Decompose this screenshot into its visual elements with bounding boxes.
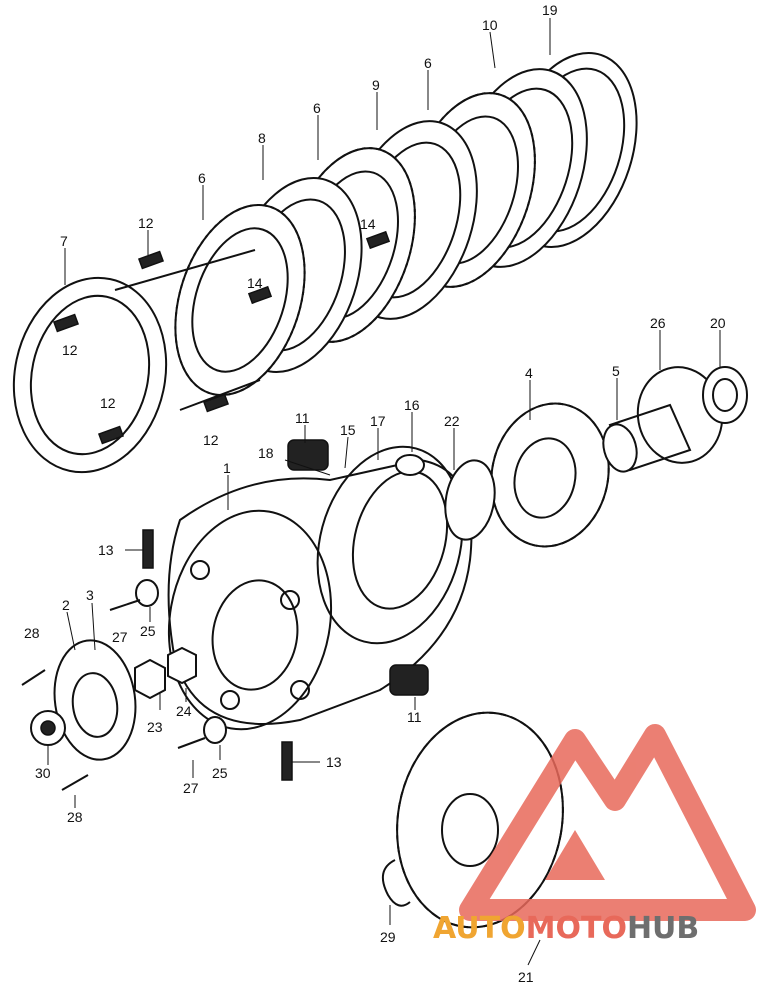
leader-lines — [47, 18, 721, 966]
callout-27-b: 27 — [183, 780, 199, 796]
callout-8: 8 — [258, 130, 266, 146]
callout-4: 4 — [525, 365, 533, 381]
callout-7: 7 — [60, 233, 68, 249]
callout-19: 19 — [542, 2, 558, 18]
callout-30: 30 — [35, 765, 51, 781]
callout-20: 20 — [710, 315, 726, 331]
callout-12-b: 12 — [62, 342, 78, 358]
callout-2: 2 — [62, 597, 70, 613]
washer-25 — [135, 579, 227, 744]
callout-12-a: 12 — [138, 215, 154, 231]
watermark-logo — [459, 724, 756, 921]
bearing-plate-2-3 — [53, 639, 137, 761]
clutch-housing-1 — [167, 458, 473, 731]
callout-28-b: 28 — [67, 809, 83, 825]
spring-14 — [247, 230, 391, 305]
callout-25-b: 25 — [212, 765, 228, 781]
nut-23 — [134, 658, 166, 700]
pin-13 — [142, 529, 293, 781]
callout-12-d: 12 — [203, 432, 219, 448]
callout-5: 5 — [612, 363, 620, 379]
callout-16: 16 — [404, 397, 420, 413]
friction-disc-6a — [174, 203, 306, 397]
callout-1: 1 — [223, 460, 231, 476]
nut-24 — [167, 646, 197, 685]
callout-28-a: 28 — [24, 625, 40, 641]
circlip-29 — [381, 859, 411, 907]
callout-3: 3 — [86, 587, 94, 603]
callout-15: 15 — [340, 422, 356, 438]
callout-29: 29 — [380, 929, 396, 945]
watermark-moto: MOTO — [526, 911, 627, 946]
callout-14-b: 14 — [360, 216, 376, 232]
svg-text:AUTOMOTOHUB: AUTOMOTOHUB — [433, 911, 699, 946]
callout-14-a: 14 — [247, 275, 263, 291]
callout-11-a: 11 — [295, 410, 310, 426]
gear-21 — [396, 711, 564, 929]
clutch-plate-7 — [12, 276, 168, 474]
callout-11-b: 11 — [407, 709, 422, 725]
watermark-hub: HUB — [627, 911, 699, 946]
callout-6-b: 6 — [313, 100, 321, 116]
watermark-auto: AUTO — [433, 911, 526, 946]
spring-11 — [287, 439, 429, 696]
callout-12-c: 12 — [100, 395, 116, 411]
gear-4 — [490, 402, 610, 548]
callout-27-a: 27 — [112, 629, 128, 645]
callout-26: 26 — [650, 315, 666, 331]
callout-25-a: 25 — [140, 623, 156, 639]
callout-6-a: 6 — [198, 170, 206, 186]
sleeve-5 — [602, 403, 692, 473]
callout-22: 22 — [444, 413, 460, 429]
roller-16 — [395, 454, 425, 476]
screws-28 — [21, 669, 89, 791]
callout-23: 23 — [147, 719, 163, 735]
callout-13-b: 13 — [326, 754, 342, 770]
callout-24: 24 — [176, 703, 192, 719]
callout-9: 9 — [372, 77, 380, 93]
callout-13-a: 13 — [98, 542, 114, 558]
bearing-30 — [30, 710, 66, 746]
callout-6-c: 6 — [424, 55, 432, 71]
spacer-22 — [444, 459, 496, 541]
callout-10: 10 — [482, 17, 498, 33]
bushing-20 — [702, 366, 748, 424]
callout-17: 17 — [370, 413, 386, 429]
callout-21: 21 — [518, 969, 534, 985]
callout-18: 18 — [258, 445, 274, 461]
spring-12-pins — [52, 249, 261, 445]
callout-labels: 19 10 6 9 6 8 6 7 12 12 12 12 14 14 26 2… — [24, 2, 726, 985]
screws-27 — [109, 599, 206, 749]
spring-18 — [284, 459, 331, 476]
